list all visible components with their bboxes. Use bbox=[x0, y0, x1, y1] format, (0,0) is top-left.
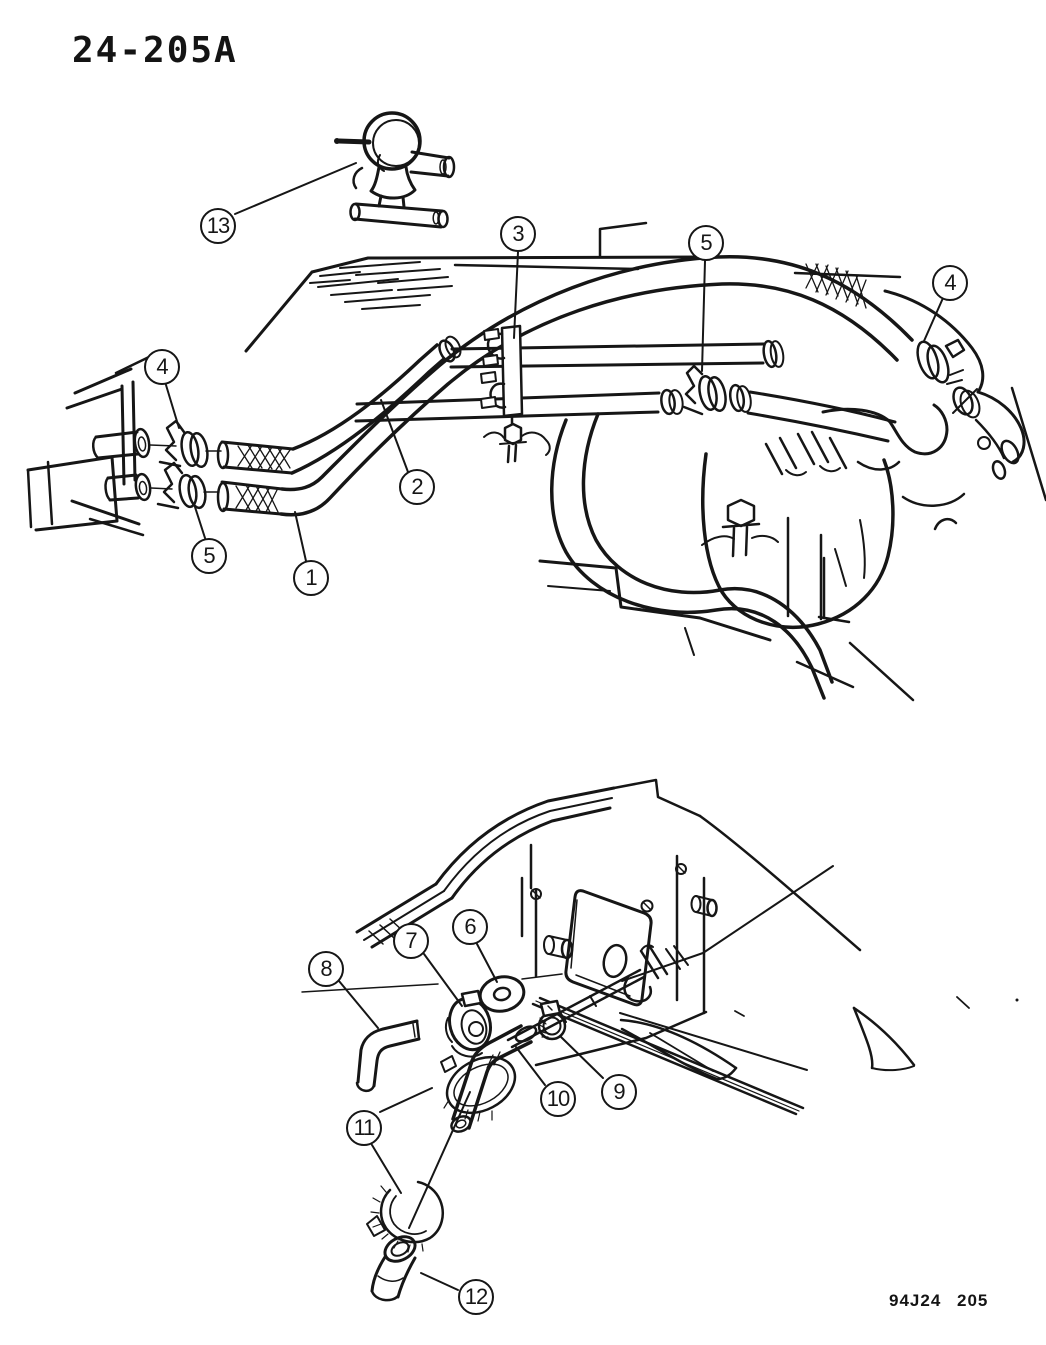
braid-hatch-upper bbox=[237, 444, 291, 471]
hose-clamp-5-left bbox=[156, 461, 220, 510]
heater-hose-1 bbox=[216, 255, 914, 517]
cowl-panel bbox=[355, 778, 862, 1071]
callout-4-right: 4 bbox=[932, 265, 968, 301]
callout-2: 2 bbox=[399, 469, 435, 505]
heater-tubes-bottom bbox=[301, 968, 805, 1116]
callout-13: 13 bbox=[200, 208, 236, 244]
callout-5-mid: 5 bbox=[688, 225, 724, 261]
callout-8: 8 bbox=[308, 951, 344, 987]
elbow-connector-12 bbox=[370, 1235, 417, 1302]
heater-tube-10 bbox=[450, 1024, 538, 1133]
braid-hatch-lower bbox=[235, 484, 279, 513]
panel-grommet-stubs bbox=[543, 895, 718, 960]
engine-block bbox=[538, 430, 915, 702]
callout-11: 11 bbox=[346, 1110, 382, 1146]
callout-6: 6 bbox=[452, 909, 488, 945]
hose-clamp-4-left bbox=[158, 419, 222, 469]
heater-control-valve bbox=[334, 111, 456, 229]
callout-12: 12 bbox=[458, 1279, 494, 1315]
fitting-7 bbox=[444, 989, 492, 1058]
dash-panel-left bbox=[26, 355, 151, 537]
callout-4-left: 4 bbox=[144, 349, 180, 385]
figure-code: 24-205A bbox=[72, 30, 238, 71]
grommet-6 bbox=[478, 975, 526, 1013]
leader-lines-bottom bbox=[338, 943, 604, 1291]
access-cover-plate bbox=[530, 888, 654, 1007]
callout-9: 9 bbox=[601, 1074, 637, 1110]
hose-clamp-5-mid bbox=[682, 364, 897, 443]
valve-cover bbox=[244, 221, 902, 353]
hose-clamp-4-right bbox=[916, 338, 966, 385]
callout-10: 10 bbox=[540, 1081, 576, 1117]
callout-1: 1 bbox=[293, 560, 329, 596]
elbow-hose-8 bbox=[355, 1019, 421, 1092]
tube-clip-3 bbox=[480, 324, 551, 464]
braid-patch-crest bbox=[805, 263, 867, 309]
leader-lines-top bbox=[165, 162, 944, 562]
engine-sketch-bottom bbox=[619, 944, 1019, 1081]
callout-5-left: 5 bbox=[191, 538, 227, 574]
cover-hatching bbox=[309, 261, 453, 310]
callout-7: 7 bbox=[393, 923, 429, 959]
clamp-11-upper bbox=[440, 1055, 517, 1122]
water-pump bbox=[821, 289, 1046, 531]
plate-code: 94J24 205 bbox=[889, 1291, 989, 1310]
worm-clamp-9 bbox=[537, 999, 567, 1041]
clamp-11-lower bbox=[366, 1180, 444, 1253]
lower-loop-hose bbox=[550, 412, 834, 700]
callout-3: 3 bbox=[500, 216, 536, 252]
